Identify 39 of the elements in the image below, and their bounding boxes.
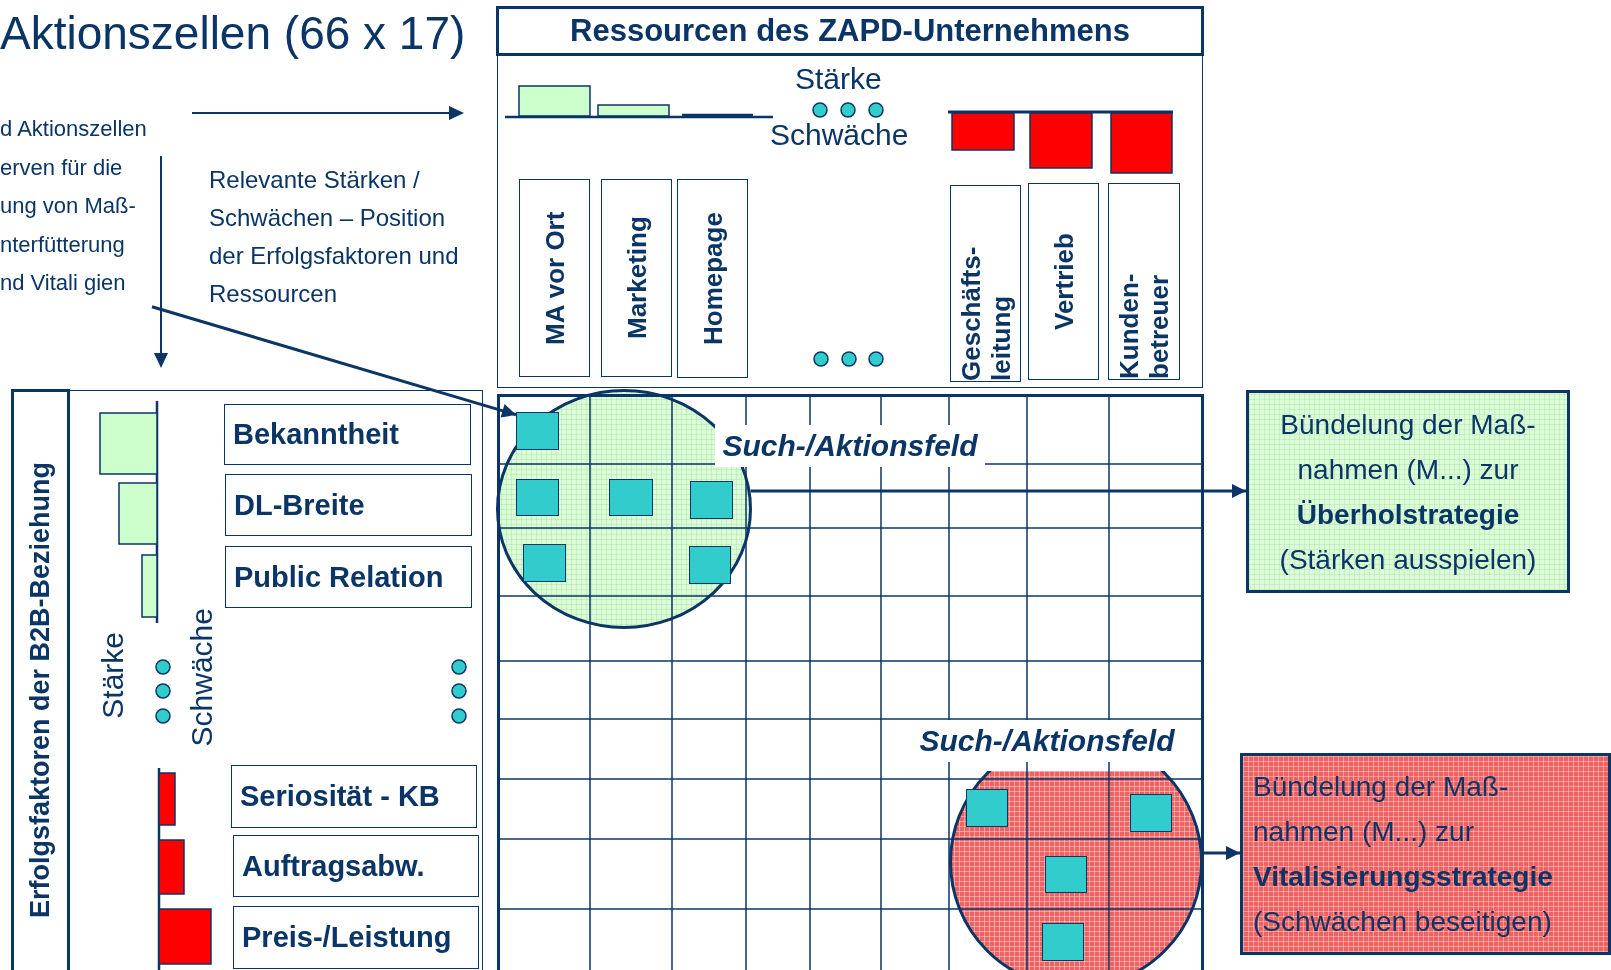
action-cell	[523, 544, 566, 582]
action-cell	[1045, 856, 1087, 893]
resource-box: Geschäfts- leitung	[950, 185, 1021, 382]
connector-arrow	[750, 484, 1246, 498]
strategy-box: Bündelung der Maß- nahmen (M...) zur Vitalisierungsstrategie (Schwächen beseitigen)	[1240, 753, 1611, 955]
action-cell	[516, 479, 559, 516]
factor-box: Auftragsabw.	[233, 835, 479, 897]
resource-panel	[497, 7, 1203, 388]
action-cell	[966, 789, 1008, 827]
strategy-box: Bündelung der Maß- nahmen (M...) zur Überholstrategie (Stärken ausspielen)	[1246, 390, 1570, 593]
factor-box: Bekanntheit	[224, 404, 471, 465]
scale-label: Stärke	[795, 62, 882, 96]
panel-heading: Erfolgsfaktoren der B2B-Beziehung	[11, 389, 70, 970]
action-cell	[1042, 923, 1084, 961]
action-cell	[689, 546, 731, 584]
connector-arrow	[151, 305, 517, 418]
field-label: Such-/Aktionsfeld	[715, 425, 985, 467]
scale-label: Stärke	[96, 632, 130, 719]
resource-box: Kunden- betreuer	[1108, 183, 1180, 380]
factor-panel	[12, 390, 483, 970]
resource-box: Vertrieb	[1028, 183, 1099, 380]
factor-box: Preis-/Leistung	[233, 906, 479, 969]
panel-heading: Ressourcen des ZAPD-Unternehmens	[496, 6, 1204, 56]
action-cell	[1130, 794, 1172, 832]
resource-box: Homepage	[677, 179, 748, 378]
diagram-title: Aktionszellen (66 x 17)	[0, 6, 466, 60]
factor-box: Public Relation	[225, 546, 472, 608]
resource-box: Marketing	[601, 179, 672, 377]
action-cell	[609, 479, 653, 516]
action-cell	[690, 481, 733, 519]
note-text: d Aktionszellen erven für die ung von Maß- nterfütterung nd Vitali gien	[0, 110, 152, 335]
resource-box: MA vor Ort	[519, 179, 590, 377]
factor-box: DL-Breite	[225, 474, 472, 536]
description-text: Relevante Stärken / Schwächen – Position der Erfolgsfaktoren und Ressourcen	[209, 165, 460, 309]
scale-label: Schwäche	[770, 118, 909, 152]
scale-label: Schwäche	[185, 608, 219, 747]
factor-box: Seriosität - KB	[231, 765, 477, 828]
connector-arrow	[1202, 846, 1240, 860]
action-cell	[516, 412, 559, 450]
